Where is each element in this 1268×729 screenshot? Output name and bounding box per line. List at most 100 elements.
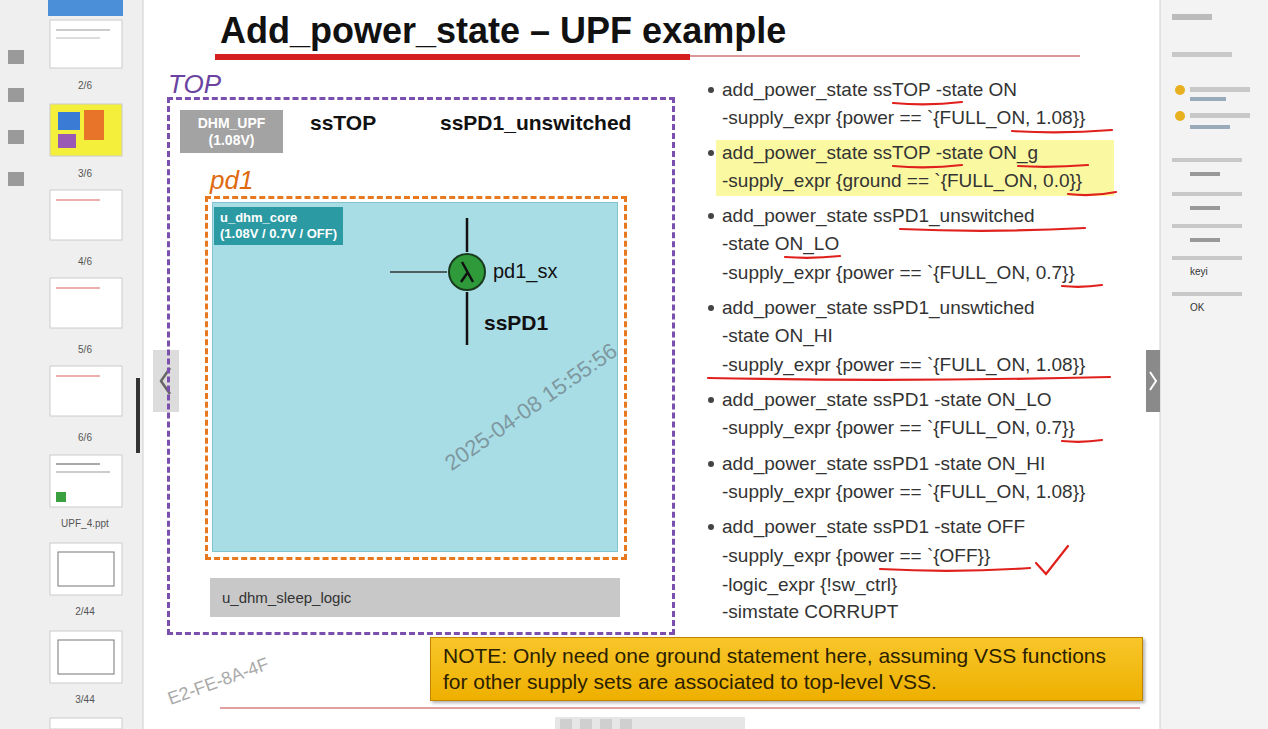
chat-panel-part xyxy=(1172,224,1242,228)
upf-command-line: -logic_expr {!sw_ctrl} xyxy=(722,574,897,596)
watermark: E2-FE-8A-4F xyxy=(165,654,272,710)
chat-message: OK xyxy=(1190,302,1204,313)
chat-panel-part xyxy=(1175,111,1185,121)
thumbnail-sidebar-part xyxy=(143,0,144,729)
bullet-dots-part xyxy=(708,150,714,156)
thumbnail-label: 2/44 xyxy=(54,606,116,617)
upf-command-line: -simstate CORRUPT xyxy=(722,601,898,623)
thumbnail-sidebar-part xyxy=(8,88,24,102)
nav-arrow-right-part xyxy=(1150,372,1156,390)
supply-box: DHM_UPF (1.08V) xyxy=(180,110,283,153)
supply-set-name: ssPD1 xyxy=(484,311,548,335)
red-annotations-part xyxy=(893,165,962,167)
power-switch: pd1_sx xyxy=(447,252,487,292)
nav-arrow-left xyxy=(153,350,179,412)
chat-panel-part xyxy=(1172,256,1242,260)
supply-set-name: ssPD1_unswitched xyxy=(440,111,631,135)
node-label: pd1 xyxy=(210,165,253,196)
switch-lever xyxy=(461,262,473,282)
red-annotations-part xyxy=(893,102,962,104)
bullet-dots-part xyxy=(708,305,714,311)
bullet-dots xyxy=(708,87,714,530)
thumbnail-label: 3/6 xyxy=(54,168,116,179)
node-label: DHM_UPF (1.08V) xyxy=(186,115,277,149)
bottom-nav-part xyxy=(600,719,612,729)
red-annotations-part xyxy=(1012,130,1112,132)
upf-command-line: -supply_expr {power == `{FULL_ON, 0.7}} xyxy=(722,417,1075,439)
upf-command-line: -supply_expr {power == `{OFF}} xyxy=(722,545,990,567)
thumbnail-sidebar-part xyxy=(50,718,122,729)
thumbnail-sidebar-part xyxy=(56,200,100,201)
node-label: pd1_sx xyxy=(493,260,558,283)
title-underline-part xyxy=(690,56,1080,57)
instance-tab: u_dhm_core(1.08V / 0.7V / OFF) xyxy=(214,207,343,245)
switch-circle xyxy=(449,254,485,290)
thumbnail-sidebar-part xyxy=(84,110,104,140)
upf-command-line: add_power_state ssPD1_unswtiched xyxy=(722,297,1035,319)
switch-wires-part xyxy=(390,271,447,273)
nav-arrow-right xyxy=(1146,350,1160,412)
thumbnail-sidebar-part xyxy=(58,640,114,674)
chat-panel-part xyxy=(1172,52,1232,57)
chat-panel-part xyxy=(1172,158,1242,162)
upf-command-line: -supply_expr {power == `{FULL_ON, 1.08}} xyxy=(722,481,1085,503)
chat-panel xyxy=(1160,0,1268,729)
thumbnail-sidebar-part xyxy=(56,30,110,31)
chat-panel-part xyxy=(1190,97,1226,101)
upf-command-line: add_power_state ssPD1 -state ON_LO xyxy=(722,389,1052,411)
red-annotations xyxy=(708,102,1116,574)
thumbnail-label: 6/6 xyxy=(54,432,116,443)
thumbnail-sidebar-part xyxy=(56,472,110,473)
switch-wires-part xyxy=(466,292,469,345)
thumbnail-sidebar-part xyxy=(58,134,76,148)
thumbnail-sidebar-part xyxy=(56,38,100,39)
thumbnail-sidebar-part xyxy=(50,20,122,68)
bottom-nav-part xyxy=(580,719,592,729)
thumbnail-sidebar-part xyxy=(50,278,122,328)
thumbnail-sidebar-part xyxy=(8,130,24,144)
upf-command-line: add_power_state ssTOP -state ON xyxy=(722,79,1017,101)
bottom-nav-part xyxy=(555,717,745,729)
title-underline-part xyxy=(220,708,1140,709)
bottom-nav-part xyxy=(560,719,572,729)
highlight-band-part xyxy=(716,140,1114,196)
bottom-nav-part xyxy=(620,719,632,729)
thumbnail-label: 5/6 xyxy=(54,344,116,355)
red-annotations-part xyxy=(785,256,840,258)
chat-panel-part xyxy=(1190,113,1250,118)
thumbnail-label: UPF_4.ppt xyxy=(54,518,116,529)
thumbnail-label: 3/44 xyxy=(54,694,116,705)
upf-command-line: -supply_expr {power == `{FULL_ON, 1.08}} xyxy=(722,354,1085,376)
red-annotations-part xyxy=(1068,192,1116,195)
chat-panel-part xyxy=(1172,14,1212,20)
thumbnail-sidebar-part xyxy=(48,0,123,16)
bullet-dots-part xyxy=(708,87,714,93)
chat-message: keyi xyxy=(1190,266,1208,277)
nav-arrow-right-part xyxy=(1146,350,1160,412)
chat-panel-part xyxy=(1190,172,1220,176)
thumbnail-sidebar-part xyxy=(56,492,66,502)
thumbnail-sidebar-part xyxy=(50,190,122,240)
upf-command-line: -state ON_HI xyxy=(722,325,833,347)
upf-command-line: add_power_state ssTOP -state ON_g xyxy=(722,142,1038,164)
chat-panel-part xyxy=(1190,125,1230,129)
bullet-dots-part xyxy=(708,461,714,467)
slide-title: Add_power_state – UPF example xyxy=(220,10,786,52)
thumbnail-sidebar-part xyxy=(58,112,80,130)
switch-wires-part xyxy=(466,218,469,252)
node-label: u_dhm_core xyxy=(220,210,337,226)
chat-panel-part xyxy=(1190,87,1250,92)
chat-panel-part xyxy=(1190,206,1220,210)
thumbnail-label: 4/6 xyxy=(54,256,116,267)
thumbnail-sidebar-part xyxy=(50,543,122,595)
bullet-dots-part xyxy=(708,213,714,219)
red-annotations-part xyxy=(708,377,1110,380)
thumbnail-sidebar-part xyxy=(56,464,100,465)
thumbnail-sidebar-part xyxy=(56,376,100,377)
node-label: TOP xyxy=(168,69,221,100)
upf-command-line: add_power_state ssPD1_unswitched xyxy=(722,205,1035,227)
upf-command-line: add_power_state ssPD1 -state OFF xyxy=(722,516,1025,538)
red-annotations-part xyxy=(1036,546,1068,574)
bullet-dots-part xyxy=(708,524,714,530)
